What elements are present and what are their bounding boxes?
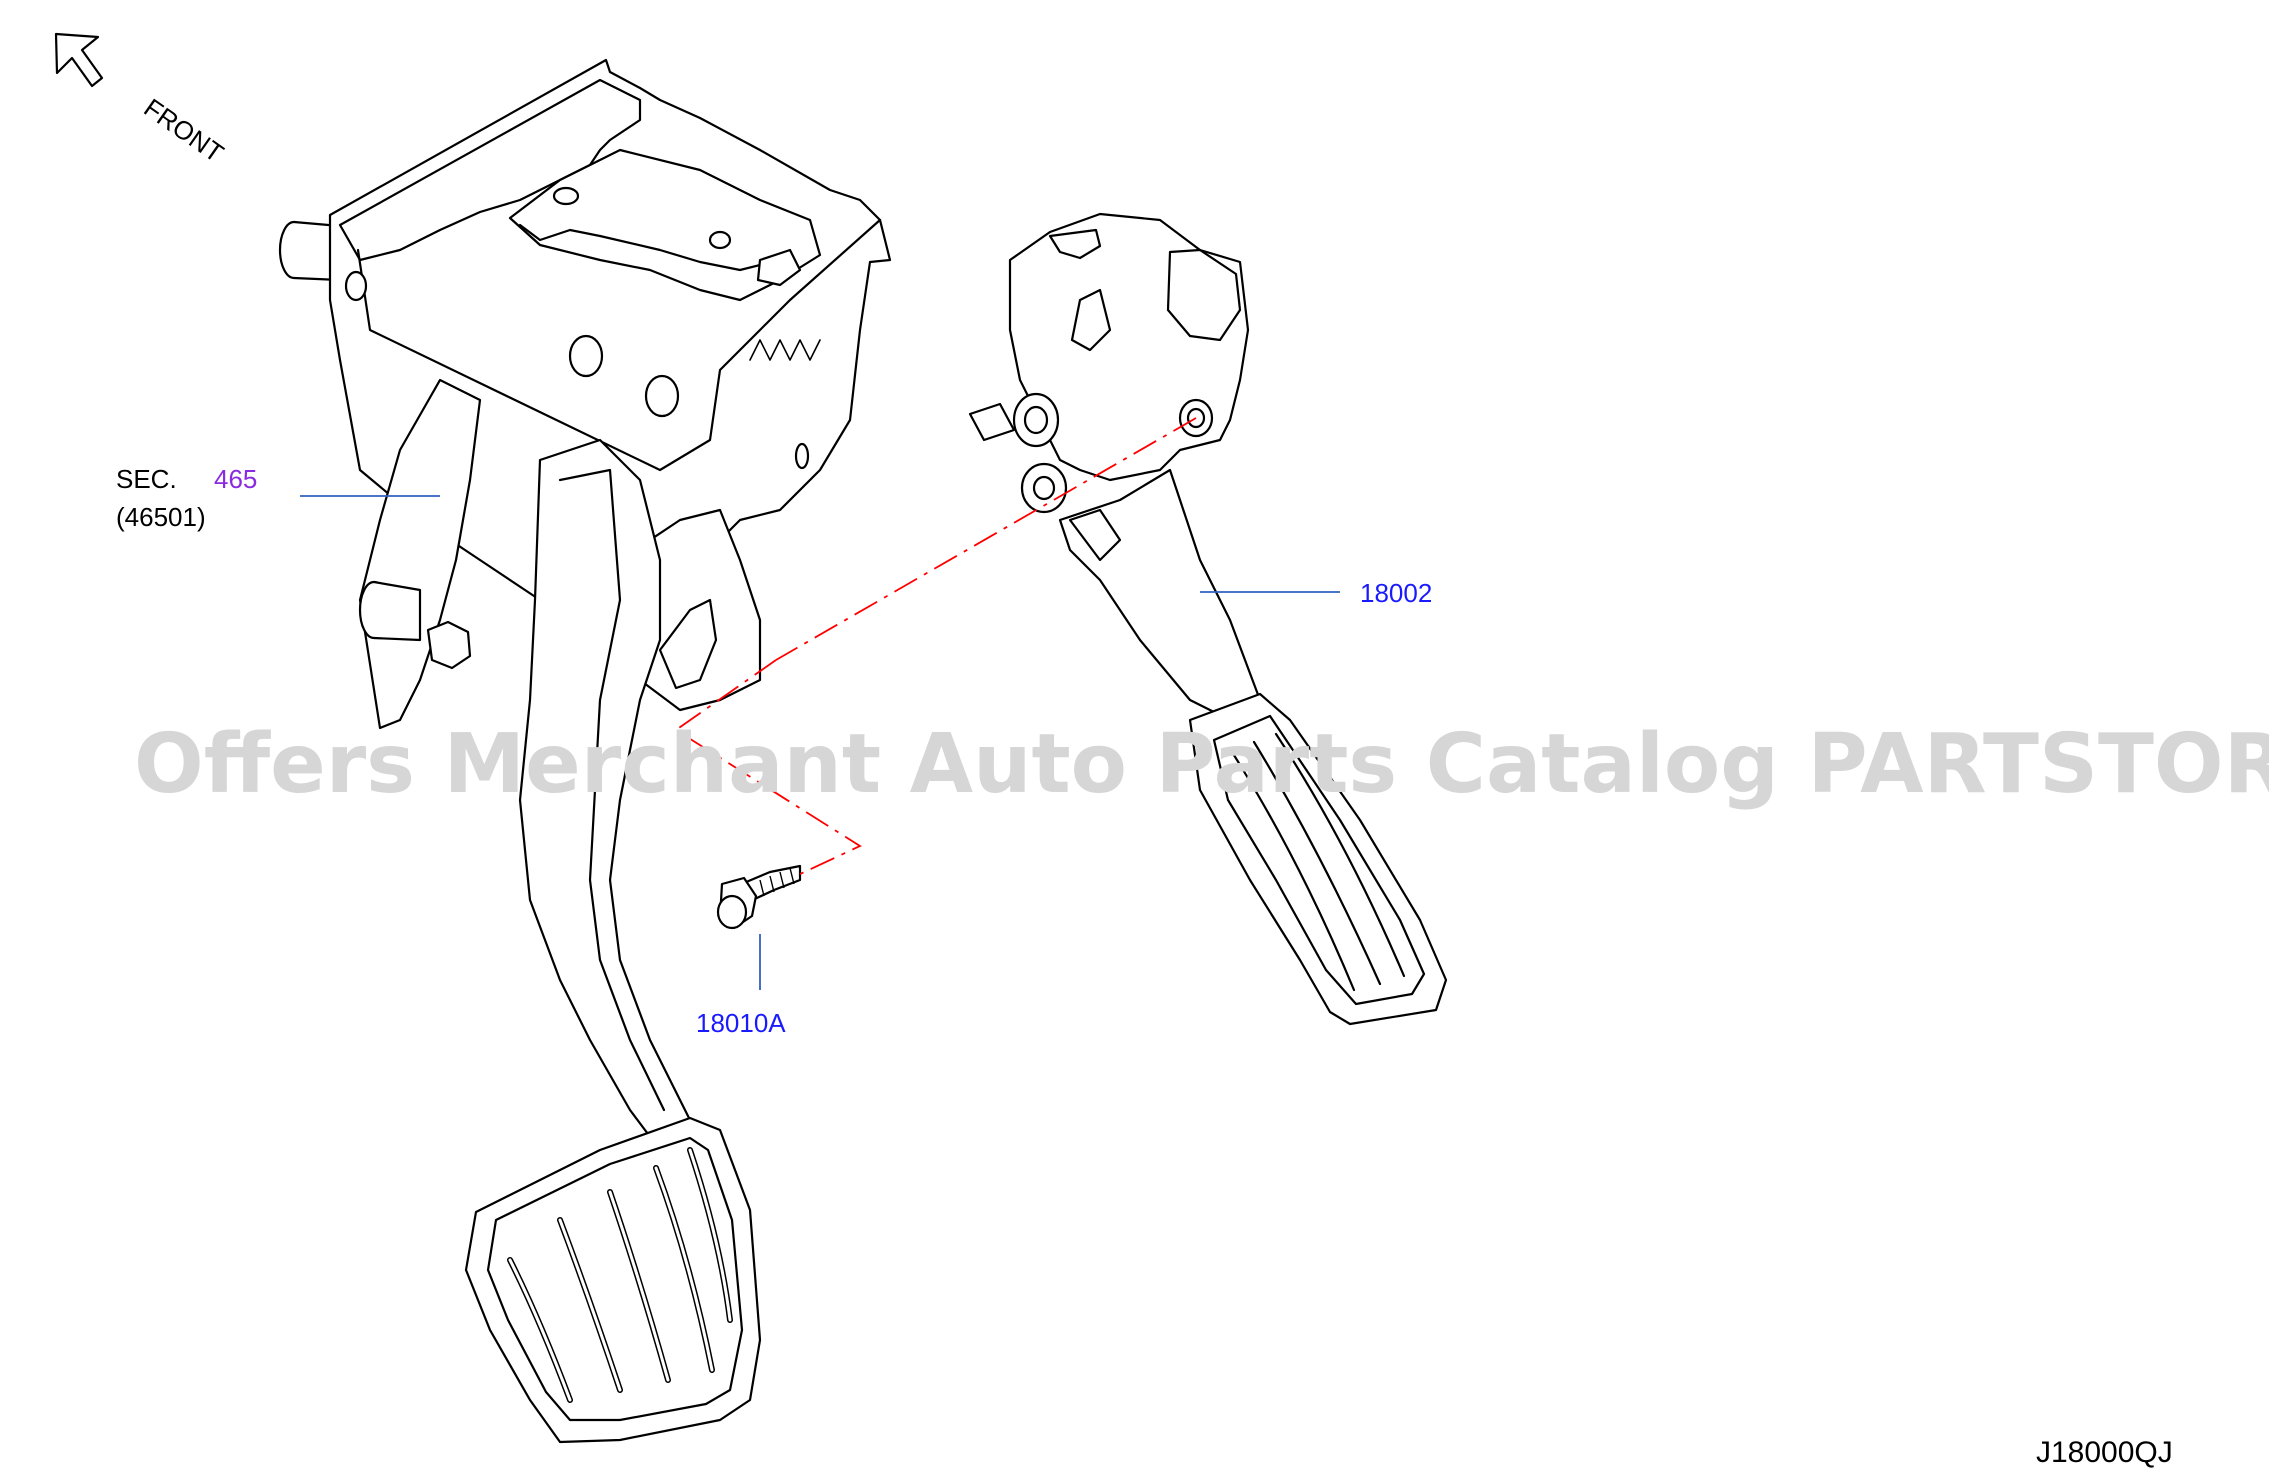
section-prefix: SEC.	[116, 464, 177, 494]
section-subcode: (46501)	[116, 502, 206, 532]
front-label: FRONT	[139, 92, 230, 168]
drawing-code: J18000QJ	[2036, 1436, 2173, 1469]
brake-pedal-assembly-illustration	[278, 58, 892, 1444]
bolt-illustration	[716, 864, 802, 930]
accelerator-pedal-illustration	[968, 212, 1448, 1026]
watermark-text: Offers Merchant Auto Parts Catalog PARTS…	[134, 717, 2269, 812]
callout-18010a[interactable]: 18010A	[696, 1008, 786, 1038]
front-arrow-icon	[54, 32, 104, 88]
callout-18002[interactable]: 18002	[1360, 578, 1432, 608]
section-number-link[interactable]: 465	[214, 464, 257, 494]
leader-lines	[300, 495, 1340, 990]
phantom-lines	[674, 417, 1197, 875]
